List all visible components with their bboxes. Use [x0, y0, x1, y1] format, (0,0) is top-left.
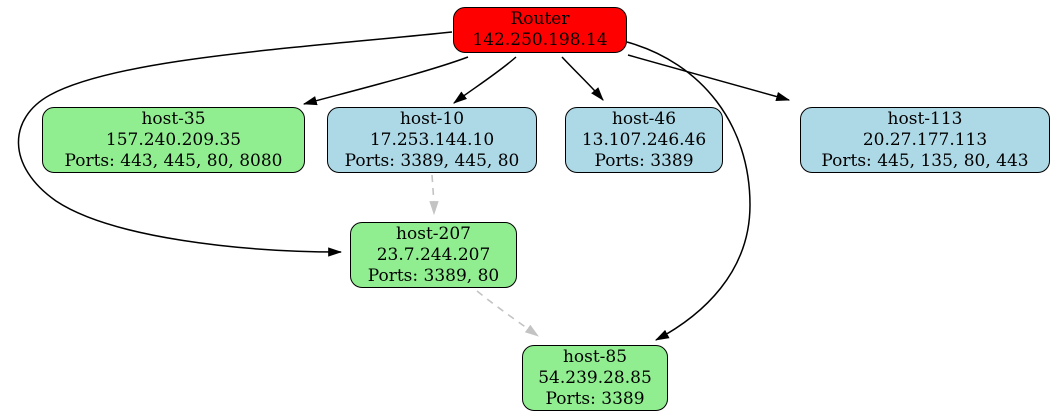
- node-host-85-ip: 54.239.28.85: [538, 367, 652, 388]
- node-host-35-label: host-35: [141, 108, 206, 129]
- node-host-46-ports: Ports: 3389: [594, 150, 694, 171]
- node-host-10: host-10 17.253.144.10 Ports: 3389, 445, …: [327, 107, 537, 173]
- edge-host-207-to-host-85: [476, 290, 539, 337]
- node-host-113-ip: 20.27.177.113: [862, 129, 988, 150]
- edge-router-to-host-113: [627, 54, 791, 101]
- node-host-35-ports: Ports: 443, 445, 80, 8080: [64, 150, 283, 171]
- edge-router-to-host-35: [302, 56, 469, 106]
- node-host-207-ip: 23.7.244.207: [376, 244, 491, 265]
- edge-router-to-host-85: [626, 41, 751, 341]
- node-router-ip: 142.250.198.14: [472, 30, 608, 50]
- node-host-35-ip: 157.240.209.35: [105, 129, 242, 150]
- node-host-46: host-46 13.107.246.46 Ports: 3389: [565, 107, 723, 173]
- node-host-10-label: host-10: [399, 108, 465, 129]
- node-host-46-label: host-46: [611, 108, 677, 129]
- node-host-113: host-113 20.27.177.113 Ports: 445, 135, …: [800, 107, 1050, 173]
- node-host-113-ports: Ports: 445, 135, 80, 443: [821, 150, 1029, 171]
- node-host-207-label: host-207: [396, 223, 471, 244]
- node-router-label: Router: [510, 9, 570, 29]
- node-host-85: host-85 54.239.28.85 Ports: 3389: [522, 345, 668, 411]
- edge-host-10-to-host-207: [429, 174, 439, 216]
- node-host-35: host-35 157.240.209.35 Ports: 443, 445, …: [42, 107, 305, 173]
- node-host-85-ports: Ports: 3389: [545, 388, 645, 409]
- node-host-207: host-207 23.7.244.207 Ports: 3389, 80: [350, 222, 517, 288]
- node-router: Router 142.250.198.14: [453, 7, 627, 53]
- node-host-113-label: host-113: [887, 108, 963, 129]
- edge-router-to-host-10: [453, 56, 517, 104]
- node-host-207-ports: Ports: 3389, 80: [367, 265, 500, 286]
- node-host-10-ports: Ports: 3389, 445, 80: [344, 150, 520, 171]
- node-host-85-label: host-85: [562, 346, 628, 367]
- node-host-10-ip: 17.253.144.10: [369, 129, 495, 150]
- edge-router-to-host-207: [17, 31, 453, 257]
- edge-router-to-host-46: [561, 56, 604, 101]
- node-host-46-ip: 13.107.246.46: [581, 129, 707, 150]
